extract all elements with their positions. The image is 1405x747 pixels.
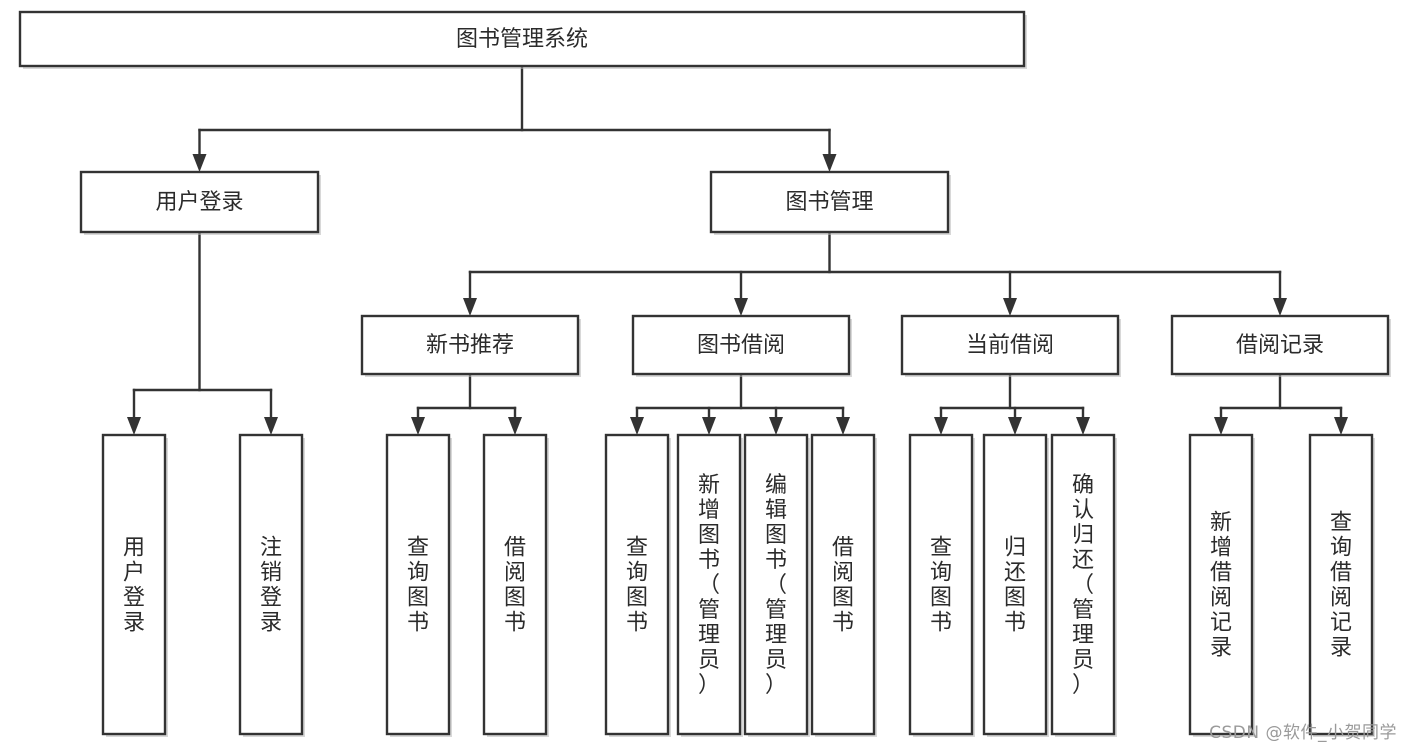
node-leaf-add-book-rect[interactable] <box>676 433 742 736</box>
node-new-book-recommend-rect[interactable] <box>360 314 580 376</box>
node-leaf-query-book-current-label: 查询图书 <box>930 536 952 636</box>
node-leaf-borrow-book-rect[interactable] <box>810 433 876 736</box>
node-leaf-add-borrow-record[interactable]: 新增借阅记录 <box>1188 433 1255 737</box>
node-leaf-add-borrow-record-rect[interactable] <box>1188 433 1254 736</box>
arrow-head-icon <box>630 417 644 435</box>
node-current-borrow-label: 当前借阅 <box>966 333 1054 358</box>
node-leaf-borrow-book[interactable]: 借阅图书 <box>810 433 877 737</box>
node-leaf-return-book-label: 归还图书 <box>1004 536 1026 636</box>
arrow-head-icon <box>1076 417 1090 435</box>
node-user-login-rect[interactable] <box>79 170 320 234</box>
arrow-head-icon <box>769 417 783 435</box>
node-leaf-borrow-book-label: 借阅图书 <box>832 536 854 636</box>
node-leaf-query-book-current[interactable]: 查询图书 <box>908 433 975 737</box>
node-book-management[interactable]: 图书管理 <box>709 170 951 235</box>
node-leaf-query-book-borrow[interactable]: 查询图书 <box>604 433 671 737</box>
arrow-head-icon <box>127 417 141 435</box>
node-leaf-query-borrow-record[interactable]: 查询借阅记录 <box>1308 433 1375 737</box>
node-leaf-borrow-book-recommend-rect[interactable] <box>482 433 548 736</box>
node-leaf-query-book-borrow-rect[interactable] <box>604 433 670 736</box>
node-leaf-confirm-return-label: 确认归还（管理员） <box>1072 473 1094 698</box>
node-leaf-query-book-recommend-label: 查询图书 <box>407 536 429 636</box>
node-user-login[interactable]: 用户登录 <box>79 170 321 235</box>
node-leaf-query-book-borrow-label: 查询图书 <box>626 536 648 636</box>
node-leaf-borrow-book-recommend-label: 借阅图书 <box>504 536 526 636</box>
node-leaf-query-book-recommend-rect[interactable] <box>385 433 451 736</box>
arrow-head-icon <box>1003 298 1017 316</box>
node-book-borrow-rect[interactable] <box>631 314 851 376</box>
node-user-login-label: 用户登录 <box>155 190 243 215</box>
arrow-head-icon <box>1334 417 1348 435</box>
node-leaf-user-login[interactable]: 用户登录 <box>101 433 168 737</box>
node-leaf-add-borrow-record-label: 新增借阅记录 <box>1210 511 1232 661</box>
node-leaf-query-book-recommend[interactable]: 查询图书 <box>385 433 452 737</box>
node-leaf-query-borrow-record-label: 查询借阅记录 <box>1330 511 1352 661</box>
arrow-head-icon <box>192 154 207 172</box>
node-leaf-return-book[interactable]: 归还图书 <box>982 433 1049 737</box>
node-leaf-add-book-label: 新增图书（管理员） <box>698 473 720 698</box>
node-leaf-logout[interactable]: 注销登录 <box>238 433 305 737</box>
arrow-head-icon <box>1273 298 1287 316</box>
node-new-book-recommend-label: 新书推荐 <box>426 333 514 358</box>
arrow-head-icon <box>508 417 522 435</box>
arrow-head-icon <box>934 417 948 435</box>
node-leaf-confirm-return-rect[interactable] <box>1050 433 1116 736</box>
arrow-head-icon <box>702 417 716 435</box>
node-leaf-return-book-rect[interactable] <box>982 433 1048 736</box>
node-book-borrow[interactable]: 图书借阅 <box>631 314 852 377</box>
node-book-borrow-label: 图书借阅 <box>697 333 785 358</box>
node-borrow-record-rect[interactable] <box>1170 314 1390 376</box>
node-leaf-borrow-book-recommend[interactable]: 借阅图书 <box>482 433 549 737</box>
node-current-borrow[interactable]: 当前借阅 <box>900 314 1121 377</box>
node-boxes: 图书管理系统用户登录图书管理新书推荐图书借阅当前借阅借阅记录用户登录注销登录查询… <box>18 10 1391 737</box>
arrow-head-icon <box>836 417 850 435</box>
node-leaf-user-login-label: 用户登录 <box>123 536 145 636</box>
arrow-head-icon <box>734 298 748 316</box>
arrow-head-icon <box>411 417 425 435</box>
node-borrow-record-label: 借阅记录 <box>1236 333 1324 358</box>
node-leaf-query-book-current-rect[interactable] <box>908 433 974 736</box>
node-book-management-label: 图书管理 <box>785 190 873 215</box>
arrow-head-icon <box>264 417 278 435</box>
node-leaf-logout-label: 注销登录 <box>260 536 282 636</box>
arrow-head-icon <box>1008 417 1022 435</box>
node-leaf-edit-book-rect[interactable] <box>743 433 809 736</box>
node-leaf-user-login-rect[interactable] <box>101 433 167 736</box>
arrow-head-icon <box>822 154 837 172</box>
node-leaf-edit-book-label: 编辑图书（管理员） <box>765 473 787 698</box>
node-root-root-label: 图书管理系统 <box>456 27 588 52</box>
connector-lines <box>127 64 1348 435</box>
node-borrow-record[interactable]: 借阅记录 <box>1170 314 1391 377</box>
node-leaf-edit-book[interactable]: 编辑图书（管理员） <box>743 433 810 737</box>
node-leaf-logout-rect[interactable] <box>238 433 304 736</box>
node-root-root[interactable]: 图书管理系统 <box>18 10 1027 69</box>
arrow-head-icon <box>463 298 477 316</box>
node-leaf-confirm-return[interactable]: 确认归还（管理员） <box>1050 433 1117 737</box>
arrow-head-icon <box>1214 417 1228 435</box>
node-leaf-query-borrow-record-rect[interactable] <box>1308 433 1374 736</box>
node-book-management-rect[interactable] <box>709 170 950 234</box>
node-current-borrow-rect[interactable] <box>900 314 1120 376</box>
node-leaf-add-book[interactable]: 新增图书（管理员） <box>676 433 743 737</box>
node-root-root-rect[interactable] <box>18 10 1026 68</box>
node-new-book-recommend[interactable]: 新书推荐 <box>360 314 581 377</box>
